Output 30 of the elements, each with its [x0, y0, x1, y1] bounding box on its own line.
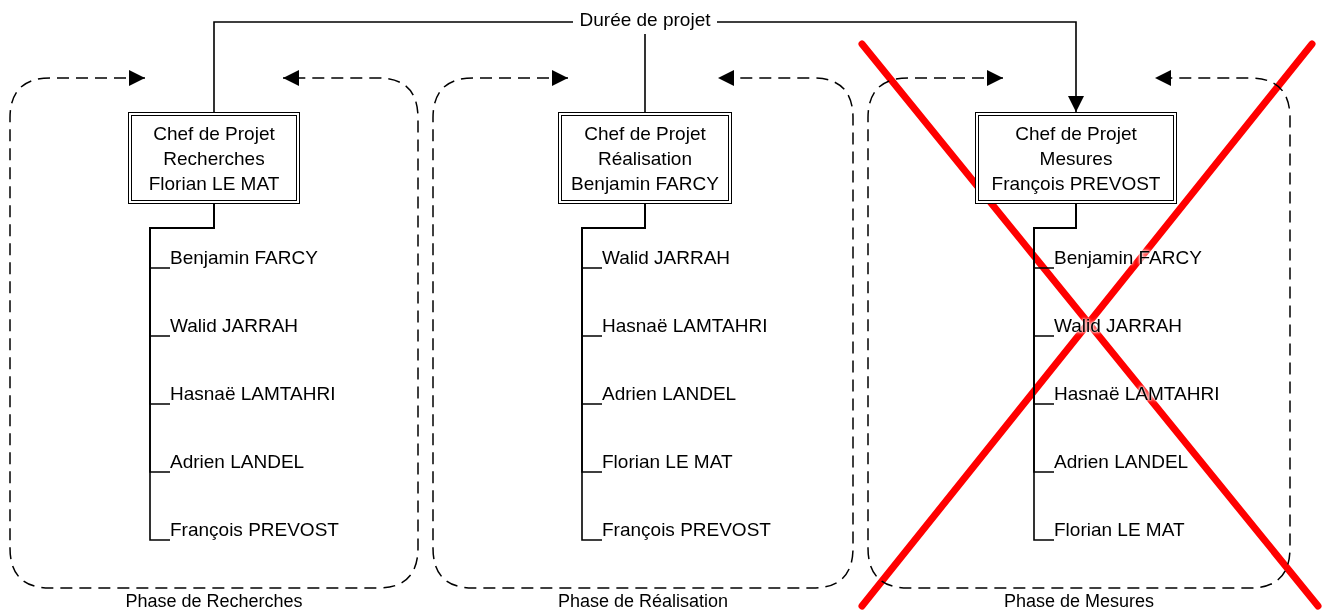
heading-text: Chef de Projet: [153, 121, 275, 146]
team-member-name: François PREVOST: [602, 518, 771, 542]
role-text: Recherches: [163, 146, 265, 171]
person-name: Florian LE MAT: [148, 171, 280, 196]
phase-caption: Phase de Réalisation: [557, 591, 729, 610]
team-member-name: Adrien LANDEL: [170, 450, 305, 474]
manager-box: [128, 112, 300, 204]
manager-box: [558, 112, 732, 204]
phase-caption: Phase de Recherches: [125, 591, 303, 610]
team-member-name: Florian LE MAT: [602, 450, 733, 474]
role-text: Mesures: [1039, 146, 1113, 171]
team-member-name: Walid JARRAH: [170, 314, 299, 338]
person-name: Benjamin FARCY: [571, 171, 719, 196]
team-member-name: Florian LE MAT: [1054, 518, 1185, 542]
heading-text: Chef de Projet: [1015, 121, 1137, 146]
person-name: François PREVOST: [991, 171, 1161, 196]
team-member-name: Walid JARRAH: [602, 246, 731, 270]
team-member-name: François PREVOST: [170, 518, 339, 542]
team-member-name: Benjamin FARCY: [170, 246, 318, 270]
team-member-name: Hasnaë LAMTAHRI: [602, 314, 768, 338]
arrow: [716, 21, 1084, 113]
connector-line: [644, 33, 646, 113]
connector-line: [213, 21, 574, 113]
phase-caption: Phase de Mesures: [1003, 591, 1155, 610]
team-member-name: Adrien LANDEL: [602, 382, 737, 406]
manager-box: [975, 112, 1177, 204]
role-text: Réalisation: [598, 146, 692, 171]
heading-text: Chef de Projet: [584, 121, 706, 146]
team-member-name: Adrien LANDEL: [1054, 450, 1189, 474]
team-member-name: Hasnaë LAMTAHRI: [170, 382, 336, 406]
